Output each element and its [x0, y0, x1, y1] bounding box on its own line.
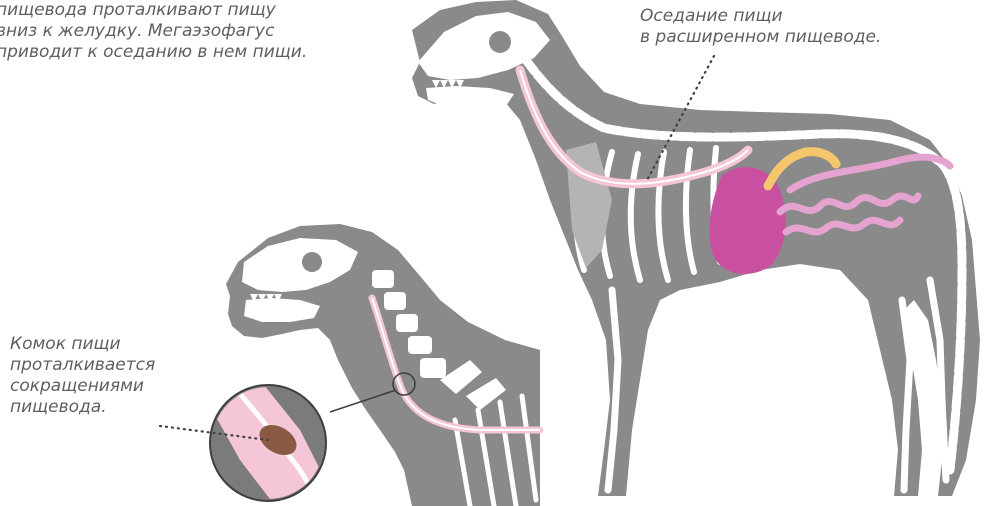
small-dog-eye-socket [302, 252, 322, 272]
large-dog-eye-socket [489, 31, 511, 53]
